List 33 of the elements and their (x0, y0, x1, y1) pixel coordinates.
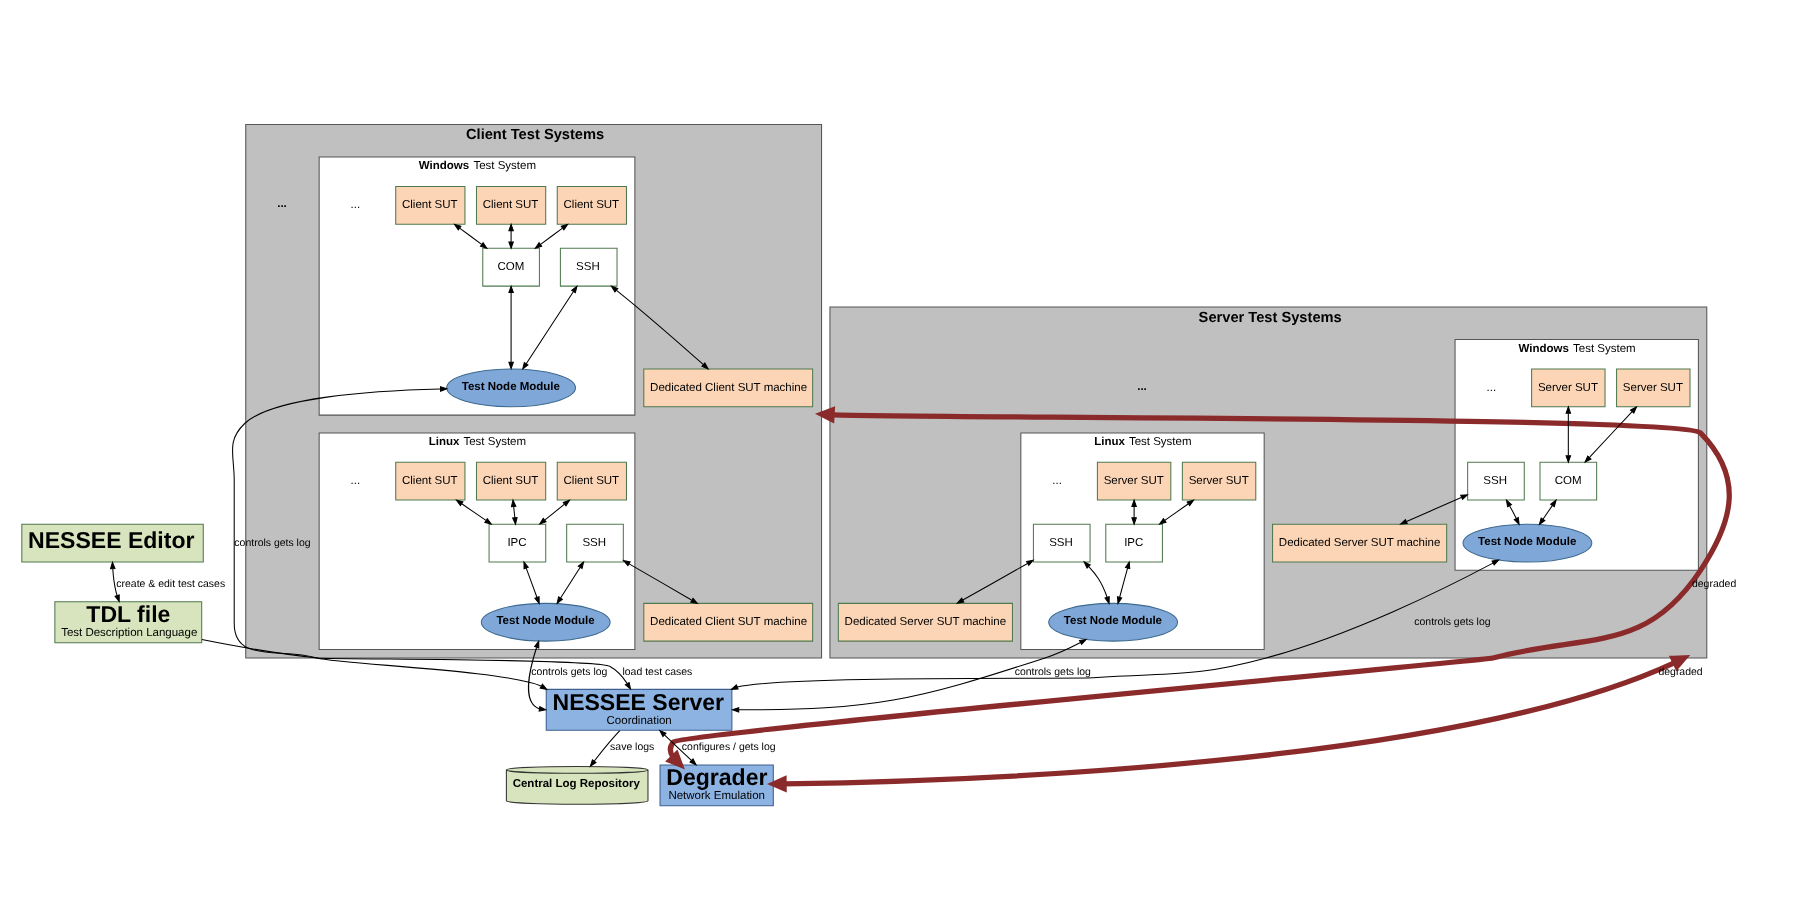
arrow (1131, 497, 1138, 525)
arrow (658, 728, 698, 765)
arrow (1399, 493, 1469, 524)
arrow (1083, 559, 1110, 604)
arrow (1538, 497, 1557, 525)
arrow (622, 558, 699, 604)
arrow (1505, 497, 1520, 525)
arrow (1584, 404, 1638, 463)
arrow (455, 498, 493, 524)
arrow (521, 283, 578, 370)
arrow (201, 637, 632, 690)
arrow (589, 729, 621, 767)
arrow (538, 498, 571, 525)
arrow (1116, 559, 1131, 604)
arrow (767, 654, 1691, 792)
arrow (523, 559, 540, 604)
arrow (508, 283, 515, 370)
arrow (955, 558, 1035, 603)
arrow (556, 559, 585, 604)
arrow (453, 222, 489, 249)
arrow (508, 221, 515, 249)
arrow (528, 638, 548, 711)
node-box: NESSEE Editor (21, 522, 204, 562)
arrow (231, 385, 549, 690)
arrow (610, 284, 710, 369)
arrow (1565, 404, 1572, 463)
arrow (534, 222, 569, 249)
arrow (109, 559, 120, 603)
arrow (510, 497, 518, 525)
arrow (665, 405, 1732, 769)
arrow (730, 637, 1088, 712)
arrow (729, 558, 1501, 689)
arrow (1158, 498, 1195, 524)
